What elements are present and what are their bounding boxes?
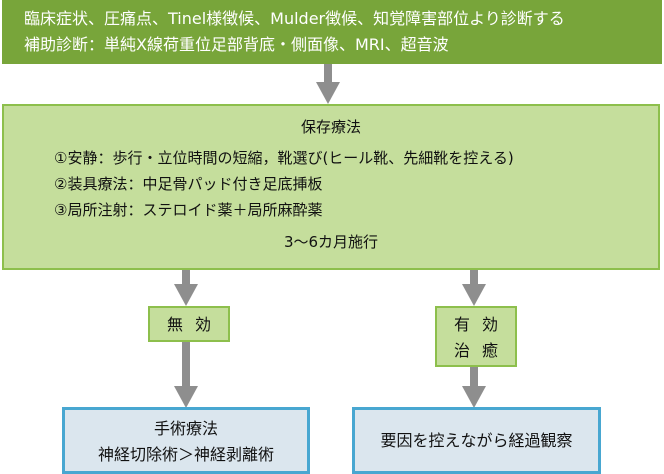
surgery-box: 手術療法 神経切除術＞神経剥離術 bbox=[62, 407, 310, 474]
conservative-item: ②装具療法：中足骨パッド付き足底挿板 bbox=[54, 175, 323, 193]
arrow-shaft bbox=[324, 64, 332, 84]
arrow-shaft bbox=[182, 342, 190, 388]
arrow-head-icon bbox=[316, 82, 340, 104]
diagnosis-line-1: 臨床症状、圧痛点、Tinel様徴候、Mulder徴候、知覚障害部位より診断する bbox=[24, 9, 565, 28]
ineffective-label: 無効 bbox=[166, 315, 223, 334]
arrow-head-icon bbox=[174, 284, 198, 306]
arrow-head-icon bbox=[462, 386, 486, 408]
arrow-shaft bbox=[182, 270, 190, 288]
effective-label: 有効 bbox=[453, 315, 510, 334]
effective-box: 有効 治癒 bbox=[435, 306, 517, 367]
ineffective-box: 無効 bbox=[148, 306, 230, 342]
surgery-title: 手術療法 bbox=[153, 419, 218, 438]
arrow-head-icon bbox=[174, 386, 198, 408]
arrow-head-icon bbox=[462, 284, 486, 306]
arrow-shaft bbox=[470, 270, 478, 288]
arrow-shaft bbox=[470, 367, 478, 388]
diagnosis-box: 臨床症状、圧痛点、Tinel様徴候、Mulder徴候、知覚障害部位より診断する … bbox=[2, 0, 662, 64]
conservative-item: ③局所注射：ステロイド薬＋局所麻酔薬 bbox=[54, 201, 323, 219]
observation-box: 要因を控えながら経過観察 bbox=[352, 407, 601, 474]
conservative-title: 保存療法 bbox=[300, 118, 361, 136]
observation-label: 要因を控えながら経過観察 bbox=[380, 431, 573, 450]
cure-label: 治癒 bbox=[453, 341, 510, 360]
conservative-item: ①安静：歩行・立位時間の短縮，靴選び(ヒール靴、先細靴を控える) bbox=[54, 149, 514, 167]
conservative-duration: 3～6カ月施行 bbox=[283, 233, 379, 251]
conservative-therapy-box: 保存療法 ①安静：歩行・立位時間の短縮，靴選び(ヒール靴、先細靴を控える) ②装… bbox=[2, 104, 660, 270]
surgery-detail: 神経切除術＞神経剥離術 bbox=[97, 445, 274, 464]
diagnosis-line-2: 補助診断：単純X線荷重位足部背底・側面像、MRI、超音波 bbox=[24, 35, 449, 54]
